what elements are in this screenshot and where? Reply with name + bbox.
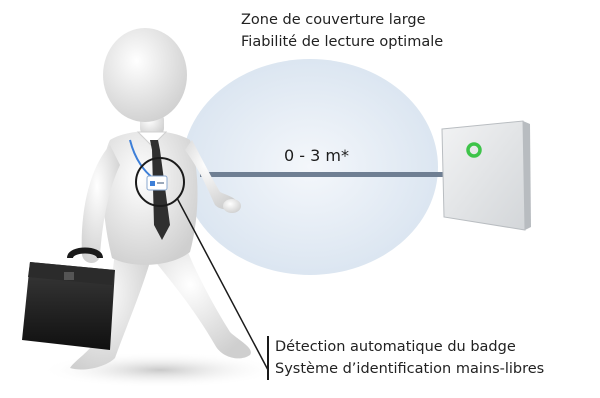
range-label: 0 - 3 m*: [284, 146, 349, 165]
figure: [70, 28, 269, 380]
coverage-caption: Zone de couverture large Fiabilité de le…: [241, 9, 443, 53]
reader-led-icon: [466, 142, 482, 158]
detection-line-2: Système d’identification mains-libres: [275, 361, 545, 377]
detection-line-1: Détection automatique du badge: [275, 339, 516, 355]
badge-icon: [146, 175, 168, 191]
figure-head: [103, 28, 187, 122]
callout-line: [176, 197, 269, 371]
badge-highlight-circle: [135, 157, 185, 207]
detection-caption: Détection automatique du badge Système d…: [275, 336, 544, 380]
coverage-line-1: Zone de couverture large: [241, 12, 426, 28]
coverage-line-2: Fiabilité de lecture optimale: [241, 34, 444, 50]
coverage-zone: [182, 59, 438, 275]
reader-device: [441, 120, 531, 231]
detection-beam: [200, 172, 445, 177]
briefcase-icon: [22, 247, 115, 350]
